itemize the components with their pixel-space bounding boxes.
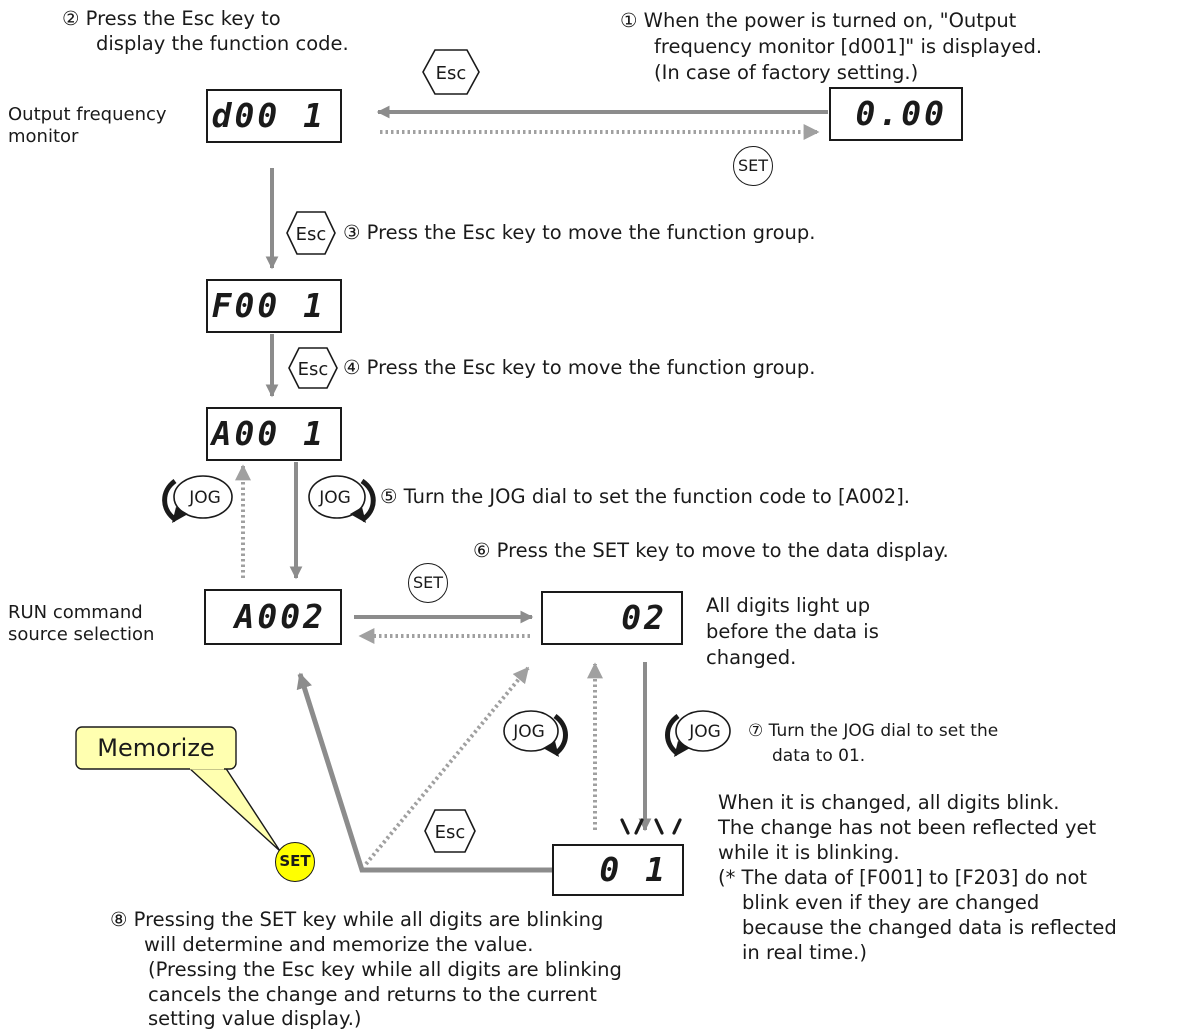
jog-dial-data-down-icon[interactable]: JOG [665,710,731,757]
blink-note-line4: (* The data of [F001] to [F203] do not [718,866,1088,889]
esc-key-top[interactable]: Esc [422,49,480,95]
jog-data-down-label: JOG [688,722,721,742]
display-d001: d00 1 [206,89,342,143]
memorize-callout-text: Memorize [97,734,215,762]
esc-key-cancel-label: Esc [435,822,466,843]
set-key-data[interactable]: SET [408,563,448,603]
blink-note-line7: in real time.) [742,941,867,964]
esc-key-cancel[interactable]: Esc [424,809,476,853]
step8-text-line3: (Pressing the Esc key while all digits a… [148,958,622,981]
step1-text-line3: (In case of factory setting.) [654,61,919,84]
esc-key-step4-label: Esc [298,359,329,380]
memorize-callout [75,726,281,852]
esc-key-top-label: Esc [436,63,467,84]
step1-text-line2: frequency monitor [d001]" is displayed. [654,35,1043,58]
step2-text-line2: display the function code. [96,32,349,55]
display-f001: F00 1 [206,279,342,333]
display-a001: A00 1 [206,407,342,461]
step5-text: ⑤ Turn the JOG dial to set the function … [380,485,910,508]
blink-note-line3: while it is blinking. [718,841,900,864]
step1-text-line1: ① When the power is turned on, "Output [620,9,1017,32]
light-note-line1: All digits light up [706,594,871,617]
blink-note-line2: The change has not been reflected yet [718,816,1097,839]
esc-key-step3[interactable]: Esc [286,211,336,255]
step8-text-line1: ⑧ Pressing the SET key while all digits … [110,908,604,931]
step7-text-line2: data to 01. [772,746,866,766]
display-data-01: 0 1 [552,844,684,896]
step7-text-line1: ⑦ Turn the JOG dial to set the [748,721,999,741]
output-freq-label-line1: Output frequency [8,104,167,125]
step8-text-line4: cancels the change and returns to the cu… [148,983,597,1006]
light-note-line2: before the data is [706,620,879,643]
set-key-top[interactable]: SET [733,146,773,186]
jog-left-label: JOG [188,488,221,508]
jog-data-up-label: JOG [512,722,545,742]
set-key-memorize[interactable]: SET [275,842,315,882]
display-output-frequency: 0.00 [829,87,963,141]
arrow-01-cancel-to-a002 [296,672,552,873]
step6-text: ⑥ Press the SET key to move to the data … [473,539,949,562]
esc-key-step4[interactable]: Esc [288,347,338,389]
run-cmd-label-line1: RUN command [8,602,143,623]
display-a002: A002 [204,589,342,645]
jog-dial-right-icon[interactable]: JOG [308,475,376,523]
output-freq-label-line2: monitor [8,126,79,147]
step8-text-line2: will determine and memorize the value. [144,933,534,956]
blink-note-line6: because the changed data is reflected [742,916,1117,939]
display-data-02: 02 [541,591,683,645]
blink-note-line1: When it is changed, all digits blink. [718,791,1060,814]
step4-text: ④ Press the Esc key to move the function… [343,356,816,379]
step8-text-line5: setting value display.) [148,1007,362,1030]
blink-note-line5: blink even if they are changed [742,891,1040,914]
light-note-line3: changed. [706,646,797,669]
blink-marks-icon [620,818,682,835]
jog-right-label: JOG [318,488,351,508]
jog-dial-data-up-icon[interactable]: JOG [503,710,568,757]
esc-key-step3-label: Esc [296,224,327,245]
jog-dial-left-icon[interactable]: JOG [162,475,233,523]
run-cmd-label-line2: source selection [8,624,155,645]
arrow-memorize-to-02-dotted [364,666,530,866]
step3-text: ③ Press the Esc key to move the function… [343,221,816,244]
step2-text-line1: ② Press the Esc key to [62,7,281,30]
